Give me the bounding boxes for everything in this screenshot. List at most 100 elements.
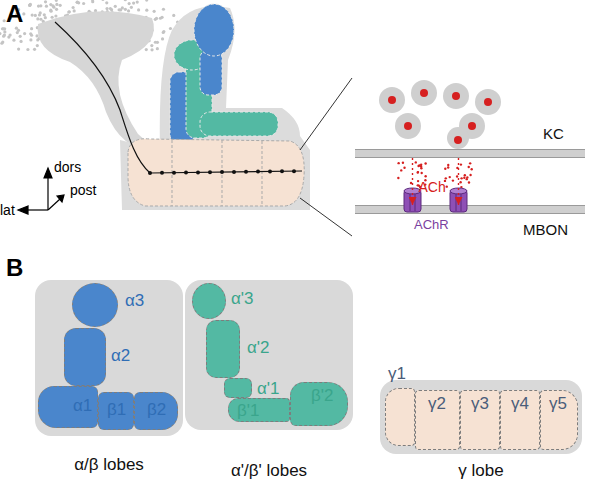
calyx-dot bbox=[29, 38, 32, 41]
arrow-head bbox=[57, 195, 64, 202]
calyx-dot bbox=[26, 48, 29, 51]
compartment: β'1 bbox=[228, 398, 290, 422]
calyx-dot bbox=[37, 5, 40, 8]
compartment-label: γ2 bbox=[428, 395, 446, 412]
calyx-peduncle bbox=[38, 11, 156, 150]
calyx-dot bbox=[43, 13, 46, 16]
calyx-dot bbox=[172, 14, 175, 17]
calyx-dot bbox=[124, 0, 127, 1]
compartment-label: β2 bbox=[147, 401, 166, 418]
ach-molecule bbox=[447, 166, 449, 168]
zoom-lines bbox=[300, 78, 352, 236]
ach-molecule bbox=[424, 175, 426, 177]
compartment-label: α1 bbox=[73, 397, 92, 414]
bouton bbox=[232, 170, 236, 174]
calyx-dot bbox=[105, 1, 108, 4]
group-caption: γ lobe bbox=[380, 462, 582, 479]
achr-line bbox=[456, 194, 457, 211]
bouton bbox=[244, 170, 248, 174]
lobe-group: α'/β' lobesα'3α'2α'1β'1β'2 bbox=[185, 280, 353, 430]
ach-molecule bbox=[446, 185, 448, 187]
ach-dot bbox=[452, 92, 460, 100]
ach-molecule bbox=[469, 174, 471, 176]
achr-line bbox=[415, 194, 416, 211]
gamma-dividers bbox=[172, 140, 262, 206]
axis-arrows bbox=[18, 168, 64, 214]
calyx-dot bbox=[130, 6, 133, 9]
calyx-dot bbox=[39, 18, 42, 21]
bouton bbox=[160, 171, 164, 175]
vesicle bbox=[379, 87, 405, 113]
bouton bbox=[172, 171, 176, 175]
ach-molecule bbox=[468, 166, 470, 168]
calyx-dot bbox=[17, 29, 20, 32]
calyx-dot bbox=[150, 48, 153, 51]
calyx-dot bbox=[54, 14, 57, 17]
calyx-dot bbox=[9, 33, 12, 36]
bouton bbox=[220, 170, 224, 174]
calyx-dot bbox=[12, 39, 15, 42]
compartment-label: α2 bbox=[111, 347, 130, 364]
ach-molecule bbox=[460, 163, 462, 165]
calyx-dot bbox=[55, 3, 58, 6]
calyx-dot bbox=[109, 7, 112, 10]
compartment-label: α3 bbox=[125, 292, 144, 309]
calyx-dot bbox=[19, 40, 22, 43]
calyx-dot bbox=[44, 16, 47, 19]
compartment: β'2 bbox=[290, 382, 348, 426]
calyx-dot bbox=[101, 0, 104, 1]
ach-dot bbox=[420, 89, 428, 97]
ach-molecule bbox=[460, 177, 462, 179]
compartment: α2 bbox=[64, 328, 106, 386]
compartment: α3 bbox=[72, 283, 118, 327]
compartment-label: γ5 bbox=[549, 395, 567, 412]
calyx-dot bbox=[77, 1, 80, 4]
compartment-label: γ1 bbox=[388, 365, 406, 382]
calyx-dot bbox=[17, 48, 20, 51]
compartment-label: β1 bbox=[107, 401, 126, 418]
compartment: γ2 bbox=[415, 390, 460, 450]
alpha-tip bbox=[194, 4, 234, 56]
ach-molecule bbox=[456, 167, 458, 169]
compartment: γ4 bbox=[500, 390, 540, 450]
calyx-dot bbox=[156, 47, 159, 50]
achr-symbol bbox=[450, 188, 467, 212]
compartment-label: α'2 bbox=[247, 339, 270, 356]
ach-molecule bbox=[410, 182, 412, 184]
axis-label: dors bbox=[54, 160, 81, 174]
achr-line bbox=[461, 194, 462, 211]
achr-top bbox=[404, 188, 421, 194]
ach-molecule bbox=[417, 171, 419, 173]
calyx-dot bbox=[38, 13, 41, 16]
compartment: α'2 bbox=[206, 320, 240, 378]
ach-molecule bbox=[449, 176, 451, 178]
calyx-dot bbox=[162, 8, 165, 11]
ach-dot bbox=[454, 136, 462, 144]
calyx-dot bbox=[31, 13, 34, 16]
ach-molecule bbox=[402, 162, 404, 164]
calyx-dot bbox=[3, 33, 6, 36]
ach-molecule bbox=[400, 169, 402, 171]
compartment-label: γ4 bbox=[511, 395, 529, 412]
bouton bbox=[256, 170, 260, 174]
ach-molecule bbox=[468, 181, 470, 183]
calyx-dot bbox=[29, 32, 32, 35]
transmitter-label: ACh bbox=[419, 180, 446, 194]
panel-letter: B bbox=[6, 256, 23, 280]
calyx-dot bbox=[82, 2, 85, 5]
calyx-dot bbox=[145, 9, 148, 12]
calyx-dot bbox=[0, 32, 2, 35]
calyx-dot bbox=[155, 17, 158, 20]
calyx-dot bbox=[72, 6, 75, 9]
vesicle bbox=[447, 127, 469, 149]
calyx-dot bbox=[114, 5, 117, 8]
panel-letter: A bbox=[6, 2, 23, 26]
cell-label: MBON bbox=[523, 222, 568, 237]
calyx-dot bbox=[150, 44, 153, 47]
mbon-membrane: MBON bbox=[355, 205, 585, 214]
